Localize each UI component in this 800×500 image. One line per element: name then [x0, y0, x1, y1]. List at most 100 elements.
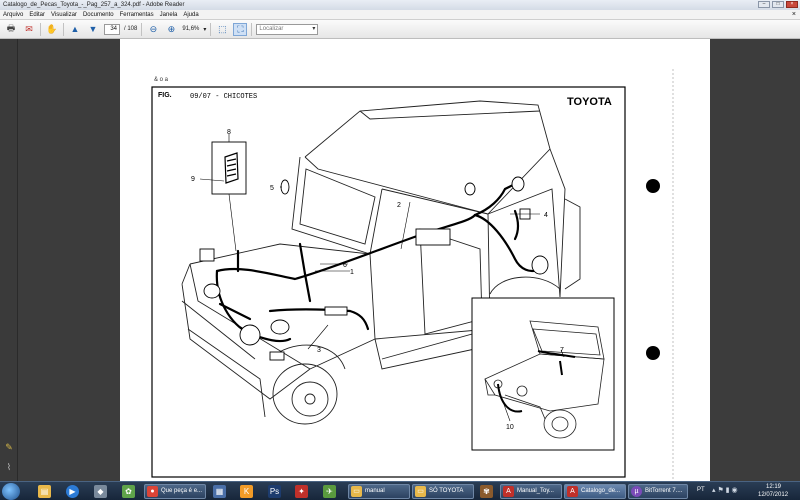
- calculator-icon[interactable]: ▦: [213, 485, 226, 498]
- starter-motor: [270, 319, 290, 335]
- clock-date[interactable]: 12/07/2012: [758, 492, 789, 498]
- menu-item-ferramentas[interactable]: Ferramentas: [119, 11, 154, 18]
- tool-icon[interactable]: ✈: [323, 485, 336, 498]
- task-folder-so-toyota[interactable]: ▭ SÓ TOYOTA: [412, 484, 474, 499]
- task-label: SÓ TOYOTA: [429, 488, 464, 494]
- maximize-icon[interactable]: □: [772, 1, 784, 8]
- animal-app-icon[interactable]: ✾: [480, 485, 493, 498]
- task-bittorrent[interactable]: µ BitTorrent 7....: [628, 484, 688, 499]
- menu-item-visualizar[interactable]: Visualizar: [51, 11, 77, 18]
- media-player-icon[interactable]: ▶: [66, 485, 79, 498]
- fit-page-icon[interactable]: ⬚: [218, 23, 227, 34]
- callout-8: 8: [227, 129, 231, 136]
- menu-item-janela[interactable]: Janela: [159, 11, 178, 18]
- horn: [203, 283, 221, 299]
- callout-9: 9: [191, 176, 195, 183]
- folder-icon: ▭: [415, 486, 426, 497]
- paperclip-icon[interactable]: ⌇: [6, 462, 12, 472]
- windows-taskbar: ▤ ▶ ◆ ✿ ● Que peça é e... ▦ K Ps ✦ ✈ ▭ m…: [0, 481, 800, 500]
- task-pdf-manual[interactable]: A Manual_Toy...: [500, 484, 562, 499]
- alternator: [239, 324, 261, 346]
- window-title: Catalogo_de_Pecas_Toyota_-_Pag_257_a_324…: [3, 2, 185, 8]
- clock-time[interactable]: 12:19: [766, 484, 782, 490]
- task-chrome[interactable]: ● Que peça é e...: [144, 484, 206, 499]
- close-document-icon[interactable]: ×: [791, 11, 796, 18]
- next-page-icon[interactable]: ▼: [88, 24, 98, 34]
- task-label: Que peça é e...: [161, 488, 203, 494]
- fig-title: 09/07 - CHICOTES: [190, 93, 257, 101]
- page-total: / 108: [124, 26, 138, 32]
- toolbar: 🖶 ✉ ✋ ▲ ▼ 34 / 108 ⊖ ⊕ 91,6% ▾ ⬚ ⛶ Local…: [0, 20, 800, 39]
- page-number-input[interactable]: 34: [104, 23, 120, 35]
- callout-6: 6: [343, 262, 347, 269]
- toolbar-divider: [63, 22, 64, 36]
- inset-vehicle: [484, 320, 605, 439]
- hand-tool-icon[interactable]: ✋: [46, 23, 58, 34]
- start-button-icon[interactable]: [2, 483, 20, 500]
- binder-hole: [646, 346, 660, 360]
- bulb-part: [280, 179, 290, 195]
- menu-item-ajuda[interactable]: Ajuda: [183, 11, 199, 18]
- task-label: BitTorrent 7....: [645, 488, 683, 494]
- zoom-dropdown-icon[interactable]: ▾: [203, 26, 207, 33]
- fuse-detail-box: [211, 141, 247, 195]
- app-icon[interactable]: ◆: [94, 485, 107, 498]
- inset-harness: [497, 350, 576, 413]
- callout-4: 4: [544, 212, 548, 219]
- folder-icon: ▭: [351, 486, 362, 497]
- task-label: manual: [365, 488, 385, 494]
- fig-label: FIG.: [158, 92, 172, 99]
- rear-lamp-socket: [511, 176, 525, 192]
- paint-icon[interactable]: ✿: [122, 485, 135, 498]
- window-title-bar[interactable]: Catalogo_de_Pecas_Toyota_-_Pag_257_a_324…: [0, 0, 800, 10]
- callout-7: 7: [560, 347, 564, 354]
- pdf-icon: A: [503, 486, 514, 497]
- read-mode-icon[interactable]: ⛶: [233, 22, 248, 36]
- k-app-icon[interactable]: K: [240, 485, 253, 498]
- navigation-panel: ✎ ⌇: [0, 39, 18, 481]
- explorer-icon[interactable]: ▤: [38, 485, 51, 498]
- callout-2: 2: [397, 202, 401, 209]
- print-icon[interactable]: 🖶: [6, 23, 16, 33]
- menu-item-documento[interactable]: Documento: [82, 11, 114, 18]
- game-icon[interactable]: ✦: [295, 485, 308, 498]
- fuse-block: [224, 152, 239, 184]
- tray-icons[interactable]: ▴ ⚑ ▮ ◉: [712, 487, 738, 494]
- engine-relay: [324, 306, 348, 316]
- task-folder-manual[interactable]: ▭ manual: [348, 484, 410, 499]
- front-lamp: [269, 351, 285, 361]
- chrome-icon: ●: [147, 486, 158, 497]
- menu-bar: Arquivo Editar Visualizar Documento Ferr…: [0, 10, 800, 20]
- minimize-icon[interactable]: –: [758, 1, 770, 8]
- menu-item-editar[interactable]: Editar: [29, 11, 46, 18]
- harness-components: [199, 176, 549, 361]
- share-icon[interactable]: ✉: [25, 23, 33, 34]
- previous-page-icon[interactable]: ▲: [70, 24, 80, 34]
- toolbar-divider: [251, 22, 253, 36]
- bittorrent-icon: µ: [631, 486, 642, 497]
- brand-logo: TOYOTA: [567, 96, 612, 108]
- photoshop-icon[interactable]: Ps: [268, 485, 281, 498]
- callout-3: 3: [317, 347, 321, 354]
- language-indicator[interactable]: PT: [697, 487, 705, 493]
- search-input[interactable]: Localizar: [256, 23, 319, 35]
- menu-item-arquivo[interactable]: Arquivo: [3, 11, 24, 18]
- dome-connector: [464, 182, 476, 196]
- task-pdf-catalogo[interactable]: A Catalogo_de...: [564, 484, 626, 499]
- headlamp-connector: [199, 248, 215, 262]
- attachments-icon[interactable]: ✎: [5, 442, 13, 452]
- pdf-page: & o a FIG. 09/07 - CHICOTES TOYOTA: [120, 39, 710, 481]
- binder-hole: [646, 179, 660, 193]
- toolbar-divider: [141, 22, 143, 36]
- document-viewport[interactable]: & o a FIG. 09/07 - CHICOTES TOYOTA: [18, 39, 800, 481]
- figure-frame: [151, 86, 626, 478]
- task-label: Catalogo_de...: [581, 488, 621, 494]
- corner-mark: & o a: [154, 77, 169, 83]
- close-icon[interactable]: ×: [786, 1, 798, 8]
- zoom-in-icon[interactable]: ⊕: [167, 23, 176, 34]
- zoom-out-icon[interactable]: ⊖: [149, 23, 158, 34]
- zoom-level[interactable]: 91,6%: [182, 26, 200, 32]
- dash-cluster: [415, 228, 451, 246]
- callout-10: 10: [506, 424, 514, 431]
- task-label: Manual_Toy...: [517, 488, 554, 494]
